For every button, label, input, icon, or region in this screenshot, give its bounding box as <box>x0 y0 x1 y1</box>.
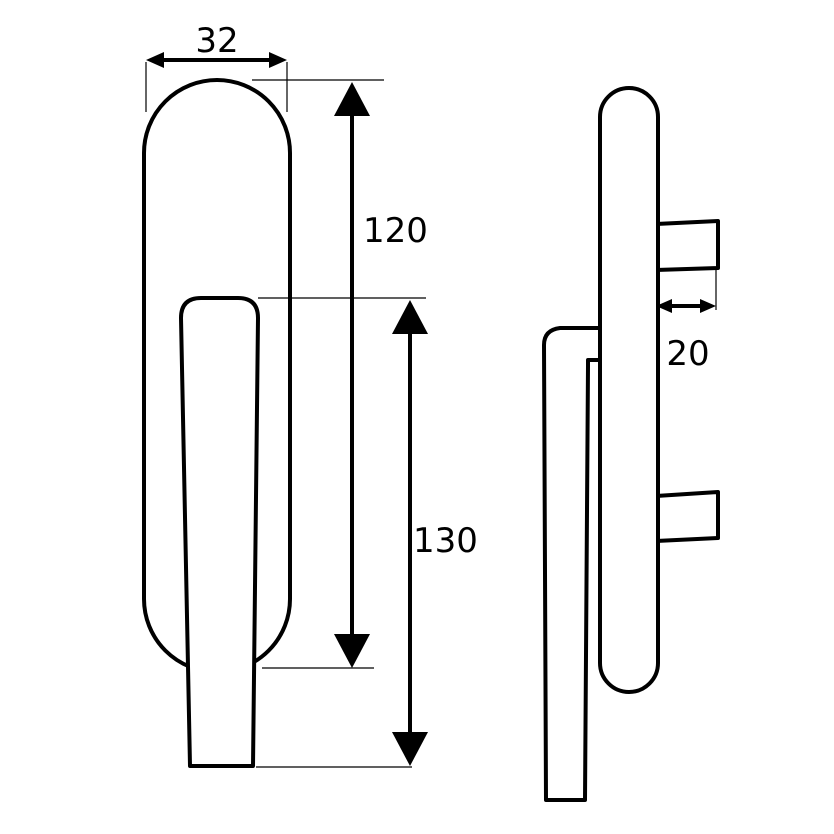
width-dimension: 32 <box>146 21 287 68</box>
spindle-depth-dimension: 20 <box>656 268 717 374</box>
spindle-upper <box>655 219 720 272</box>
lever-handle-side <box>542 326 602 802</box>
width-label: 32 <box>195 21 238 61</box>
lever-handle-front <box>179 296 260 768</box>
spindle-lower <box>655 490 720 543</box>
side-view <box>542 86 720 802</box>
extension-lines <box>145 62 426 768</box>
rose-length-dimension: 120 <box>334 82 428 668</box>
lever-length-label: 130 <box>413 521 478 561</box>
rose-plate-side <box>598 86 660 694</box>
front-view <box>142 78 292 768</box>
lever-length-dimension: 130 <box>392 300 478 766</box>
rose-length-label: 120 <box>363 211 428 251</box>
spindle-depth-label: 20 <box>666 334 709 374</box>
